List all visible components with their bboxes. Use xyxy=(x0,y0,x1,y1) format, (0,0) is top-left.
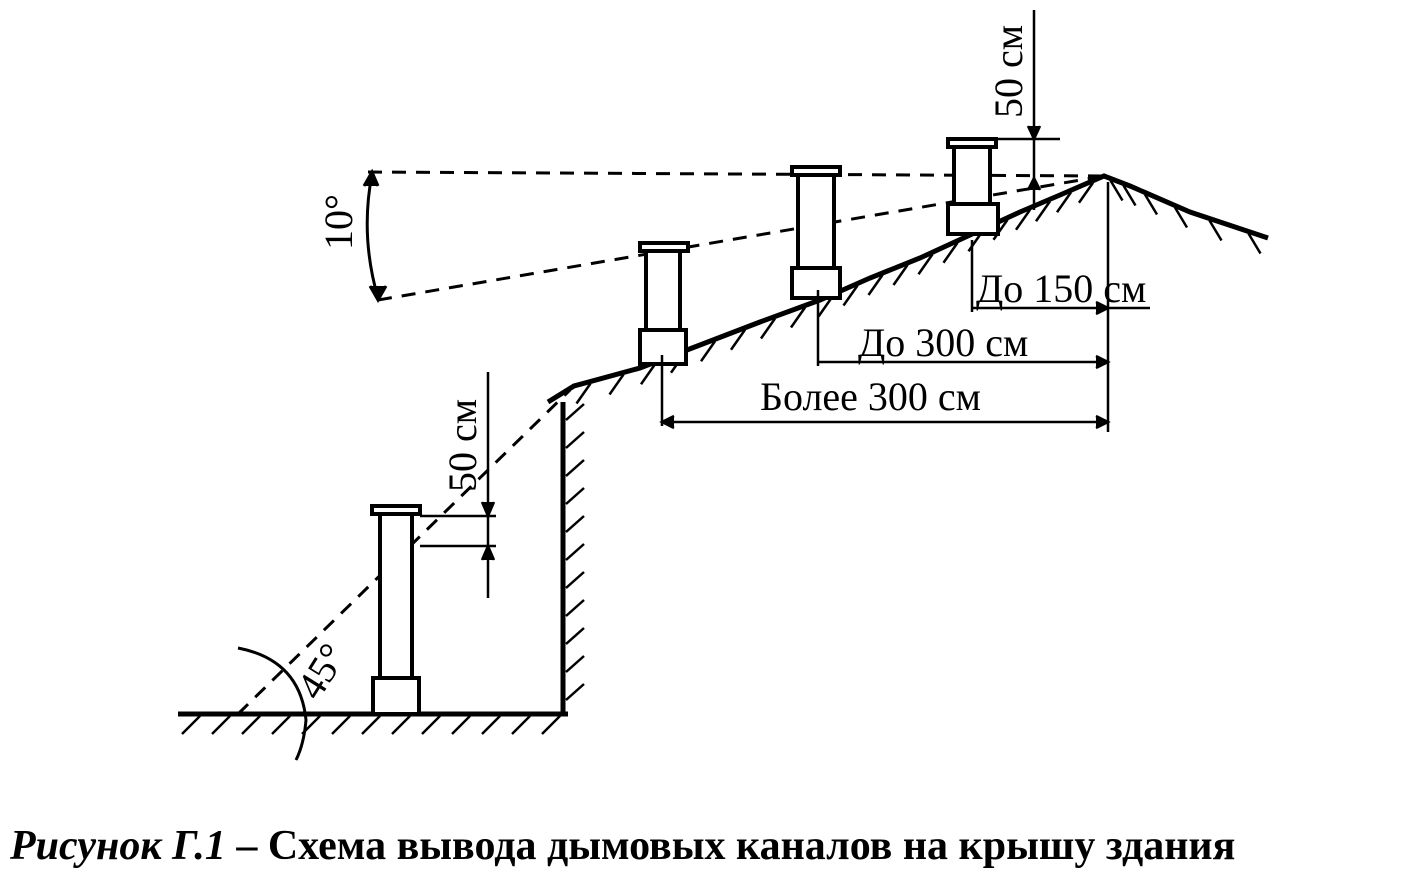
angle-10-arc xyxy=(362,168,388,304)
hatch-stroke xyxy=(1014,209,1032,231)
figure-caption: Рисунок Г.1 – Схема вывода дымовых канал… xyxy=(10,822,1415,870)
label-left-50cm: 50 см xyxy=(440,399,485,492)
hatch-stroke xyxy=(181,715,201,735)
hatch-stroke xyxy=(789,306,807,329)
label-angle-10: 10° xyxy=(316,194,361,250)
hatch-stroke xyxy=(565,543,585,561)
hatch-stroke xyxy=(867,274,884,296)
hatch-stroke xyxy=(699,340,717,362)
caption-lead: Рисунок Г.1 xyxy=(10,823,226,869)
hatch-stroke xyxy=(992,219,1009,241)
caption-dash: – xyxy=(225,823,268,869)
hatch-stroke xyxy=(892,264,909,286)
hatch-stroke xyxy=(565,431,585,449)
hatch-stroke xyxy=(565,515,585,533)
hatch-stroke xyxy=(1122,184,1137,207)
angle-45-arc xyxy=(237,646,308,761)
label-angle-45: 45° xyxy=(287,635,355,706)
chimney-roof-1 xyxy=(638,241,690,366)
label-over-300: Более 300 см xyxy=(760,374,981,419)
hatch-stroke xyxy=(565,403,585,421)
caption-text: Схема вывода дымовых каналов на крышу зд… xyxy=(267,823,1236,869)
hatch-stroke xyxy=(565,627,585,645)
hatch-stroke xyxy=(421,715,441,735)
hatch-stroke xyxy=(842,284,859,307)
hatch-stroke xyxy=(1109,179,1124,202)
hatch-stroke xyxy=(1173,206,1189,229)
building-wall xyxy=(560,402,585,714)
ground-line xyxy=(178,711,568,735)
hatch-stroke xyxy=(1247,232,1262,255)
hatch-stroke xyxy=(942,242,959,264)
hatch-stroke xyxy=(1208,219,1223,242)
hatch-stroke xyxy=(565,459,585,477)
label-up-to-150: До 150 см xyxy=(976,266,1146,311)
hatch-stroke xyxy=(565,599,585,617)
hatch-stroke xyxy=(565,571,585,589)
hatch-stroke xyxy=(575,382,592,405)
chimney-roof-3 xyxy=(946,137,1000,236)
hatch-stroke xyxy=(565,683,585,701)
chimney-ground xyxy=(370,504,422,716)
angle-45-line xyxy=(236,388,572,716)
hatch-stroke xyxy=(271,715,291,735)
hatch-stroke xyxy=(759,317,777,340)
dim-left-50cm xyxy=(420,372,496,598)
hatch-stroke xyxy=(729,329,747,351)
hatch-stroke xyxy=(917,253,934,275)
dim-top-50cm xyxy=(996,10,1060,210)
hatch-stroke xyxy=(451,715,471,735)
hatch-stroke xyxy=(511,715,531,735)
hatch-stroke xyxy=(361,715,381,735)
hatch-stroke xyxy=(639,363,657,385)
hatch-stroke xyxy=(1143,193,1159,216)
hatch-stroke xyxy=(608,373,625,396)
hatch-stroke xyxy=(1077,182,1095,204)
hatch-stroke xyxy=(565,487,585,505)
hatch-stroke xyxy=(211,715,231,735)
hatch-stroke xyxy=(391,715,411,735)
hatch-stroke xyxy=(1055,191,1073,213)
hatch-stroke xyxy=(331,715,351,735)
hatch-stroke xyxy=(541,715,561,735)
dim-distances xyxy=(659,182,1150,432)
hatch-stroke xyxy=(1034,200,1052,222)
hatch-stroke xyxy=(481,715,501,735)
label-top-50cm: 50 см xyxy=(986,25,1031,118)
chimney-roof-2 xyxy=(790,165,842,300)
hatch-stroke xyxy=(565,655,585,673)
label-up-to-300: До 300 см xyxy=(858,320,1028,365)
hatch-stroke xyxy=(241,715,261,735)
